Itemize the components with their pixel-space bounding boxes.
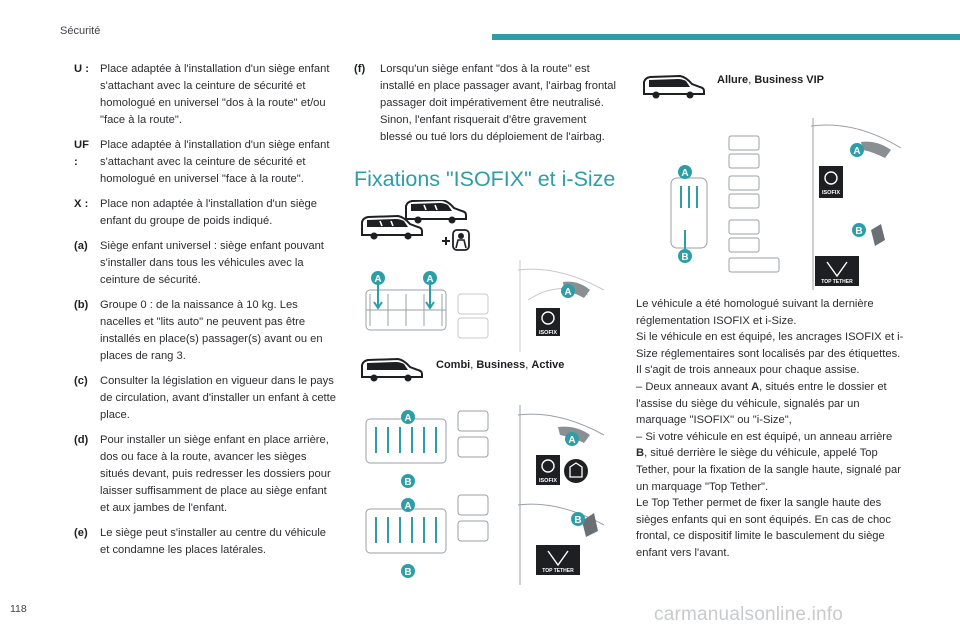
bullet-text: – Si votre véhicule en est équipé, un an… xyxy=(636,430,893,443)
isofix-badge-label: ISOFIX xyxy=(539,478,557,484)
definition-item: (c) Consulter la législation en vigueur d… xyxy=(74,373,338,424)
page-number: 118 xyxy=(10,603,27,615)
marker-a-label: A xyxy=(404,501,411,512)
definition-text: Pour installer un siège enfant en place … xyxy=(100,434,331,514)
isofix-badge-label: ISOFIX xyxy=(822,190,840,196)
bullet-bold: A xyxy=(751,380,760,393)
marker-a-label: A xyxy=(564,287,571,298)
definition-text: Le siège peut s'installer au centre du v… xyxy=(100,527,327,556)
marker-b-label: B xyxy=(574,515,581,526)
plus-icon xyxy=(442,237,450,245)
marker-a xyxy=(371,271,385,285)
definition-item: (d) Pour installer un siège enfant en pla… xyxy=(74,432,338,517)
isofix-bench-figure: A A A ISOFIX xyxy=(365,260,605,352)
combi-seats-figure: A B A B A ISOFIX B TOP TETHER xyxy=(365,405,605,585)
top-tether-badge-label: TOP TETHER xyxy=(542,568,574,574)
marker-a-label: A xyxy=(568,435,575,446)
van-icon xyxy=(405,200,467,224)
top-tether-badge-label: TOP TETHER xyxy=(821,279,853,285)
caption-variant: Business VIP xyxy=(754,74,825,86)
paragraph: Il s'agit de trois anneaux pour chaque a… xyxy=(636,364,860,377)
definition-key: (b) xyxy=(74,299,89,311)
marker-b-label: B xyxy=(855,226,862,237)
caption-separator: , xyxy=(748,74,755,86)
caption-variant: Combi xyxy=(436,359,471,371)
bullet-anchor-a: – Deux anneaux avant A, situés entre le … xyxy=(636,379,906,429)
isofix-body-text: Le véhicule a été homologué suivant la d… xyxy=(636,296,906,562)
bullet-text: , situés entre le dossier et l'assise du… xyxy=(636,380,887,427)
marker-b-label: B xyxy=(404,477,411,488)
definition-item: U : Place adaptée à l'installation d'un s… xyxy=(74,61,338,129)
figure-caption-combi: Combi, Business, Active xyxy=(436,359,564,371)
child-seat-icon xyxy=(452,229,470,251)
definition-key: U : xyxy=(74,63,89,75)
definition-key: (c) xyxy=(74,375,88,387)
marker-a xyxy=(565,432,579,446)
note-f: (f) Lorsqu'un siège enfant "dos à la rout… xyxy=(354,61,620,154)
top-tether-badge xyxy=(815,256,859,286)
caption-variant: Business xyxy=(476,359,526,371)
definition-item: (b) Groupe 0 : de la naissance à 10 kg. L… xyxy=(74,297,338,365)
marker-a-label: A xyxy=(404,413,411,424)
marker-a xyxy=(850,143,864,157)
definition-item: X : Place non adaptée à l'installation d'… xyxy=(74,196,338,230)
definition-key: (a) xyxy=(74,240,88,252)
marker-b-label: B xyxy=(681,252,688,263)
definition-key: X : xyxy=(74,198,89,210)
caption-variant: Active xyxy=(531,359,565,371)
section-title: Sécurité xyxy=(60,25,101,37)
bullet-anchor-b: – Si votre véhicule en est équipé, un an… xyxy=(636,429,906,495)
definition-key: (e) xyxy=(74,527,88,539)
marker-b xyxy=(401,564,415,578)
marker-b xyxy=(571,512,585,526)
bullet-bold: B xyxy=(636,447,645,460)
marker-b xyxy=(852,223,866,237)
isofix-badge-label: ISOFIX xyxy=(539,330,557,336)
marker-a-label: A xyxy=(681,168,688,179)
marker-a-label: A xyxy=(853,146,860,157)
marker-b xyxy=(678,249,692,263)
definition-text: Siège enfant universel : siège enfant po… xyxy=(100,240,324,286)
marker-a xyxy=(561,284,575,298)
marker-b xyxy=(401,474,415,488)
definitions-list: U : Place adaptée à l'installation d'un s… xyxy=(74,61,338,567)
caption-separator: , xyxy=(525,359,532,371)
allure-seats-figure: A B A ISOFIX B TOP TETHER xyxy=(670,118,902,290)
definition-key: (f) xyxy=(354,63,366,75)
marker-a xyxy=(423,271,437,285)
definition-item: (a) Siège enfant universel : siège enfant… xyxy=(74,238,338,289)
paragraph: Le véhicule a été homologué suivant la d… xyxy=(636,298,874,327)
marker-b-label: B xyxy=(404,567,411,578)
figure-caption-allure: Allure, Business VIP xyxy=(717,74,824,86)
section-heading: Fixations "ISOFIX" et i-Size xyxy=(354,167,616,191)
definition-text: Place non adaptée à l'installation d'un … xyxy=(100,198,317,227)
definition-text: Groupe 0 : de la naissance à 10 kg. Les … xyxy=(100,299,323,362)
van-icon xyxy=(643,74,705,99)
van-icon xyxy=(361,357,423,382)
definition-text: Place adaptée à l'installation d'un sièg… xyxy=(100,63,330,126)
bullet-text: , situé derrière le siège du véhicule, a… xyxy=(636,447,901,493)
marker-a-label: A xyxy=(374,274,381,285)
top-tether-badge xyxy=(536,545,580,575)
caption-separator: , xyxy=(470,359,477,371)
van-pair-figure xyxy=(361,200,470,251)
marker-a xyxy=(401,498,415,512)
definition-key: UF : xyxy=(74,139,89,168)
marker-a xyxy=(678,165,692,179)
definition-key: (d) xyxy=(74,434,89,446)
definition-item: (e) Le siège peut s'installer au centre d… xyxy=(74,525,338,559)
definition-text: Consulter la législation en vigueur dans… xyxy=(100,375,336,421)
definition-item: UF : Place adaptée à l'installation d'un … xyxy=(74,137,338,188)
definition-text: Place adaptée à l'installation d'un sièg… xyxy=(100,139,330,185)
definition-text: Lorsqu'un siège enfant "dos à la route" … xyxy=(380,63,616,143)
header-accent-bar xyxy=(492,34,960,40)
watermark: carmanualsonline.info xyxy=(654,604,844,625)
paragraph: Le Top Tether permet de fixer la sangle … xyxy=(636,497,891,559)
caption-variant: Allure xyxy=(717,74,749,86)
marker-a xyxy=(401,410,415,424)
marker-a-label: A xyxy=(426,274,433,285)
bullet-text: – Deux anneaux avant xyxy=(636,380,752,393)
paragraph: Si le véhicule en est équipé, les ancrag… xyxy=(636,331,904,360)
definition-item: (f) Lorsqu'un siège enfant "dos à la rout… xyxy=(354,61,620,146)
